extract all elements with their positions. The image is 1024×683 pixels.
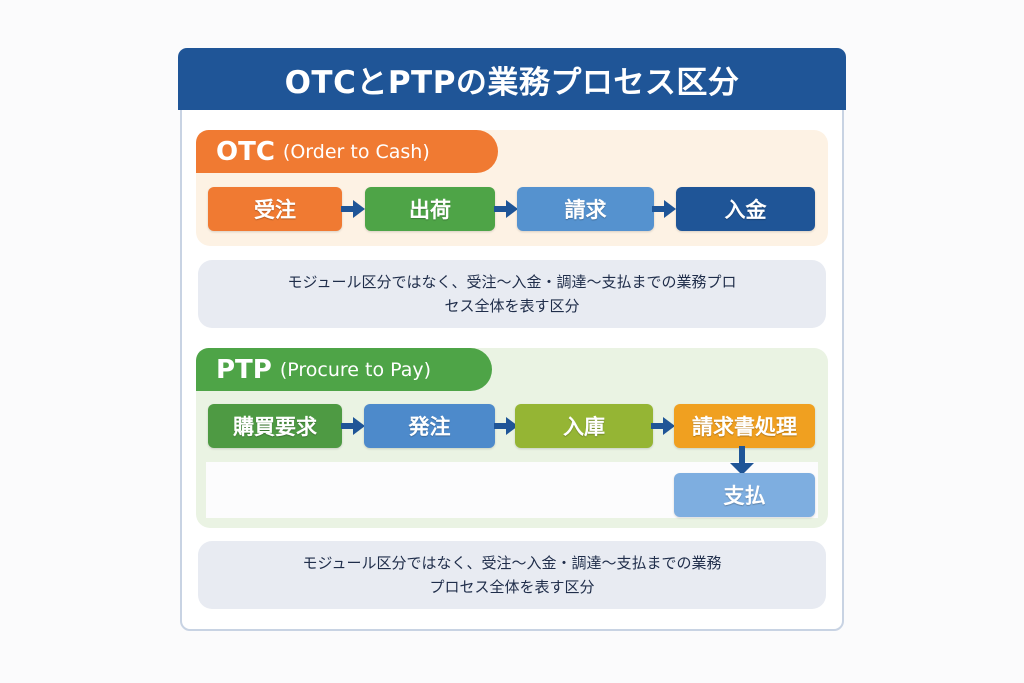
otc-description-line-2: セス全体を表す区分 [444,297,580,315]
arrow-down-icon [730,446,754,475]
ptp-description: モジュール区分ではなく、受注〜入金・調達〜支払までの業務 プロセス全体を表す区分 [198,541,826,609]
arrow-right-icon [651,417,675,435]
ptp-description-line-1: モジュール区分ではなく、受注〜入金・調達〜支払までの業務 [302,554,722,572]
arrow-right-icon [494,417,518,435]
ptp-full-name: (Procure to Pay) [279,358,432,381]
otc-description: モジュール区分ではなく、受注〜入金・調達〜支払までの業務プロ セス全体を表す区分 [198,260,826,328]
ptp-step-purchase-order: 発注 [364,404,495,448]
ptp-description-line-2: プロセス全体を表す区分 [429,578,595,596]
otc-full-name: (Order to Cash) [282,140,430,163]
arrow-right-icon [652,200,676,218]
otc-description-line-1: モジュール区分ではなく、受注〜入金・調達〜支払までの業務プロ [287,273,737,291]
otc-abbr: OTC [216,136,275,167]
ptp-abbr: PTP [216,354,272,385]
ptp-section-header: PTP (Procure to Pay) [196,348,492,391]
ptp-step-purchase-request: 購買要求 [208,404,342,448]
ptp-step-invoice-processing: 請求書処理 [674,404,815,448]
ptp-step-payment: 支払 [674,473,815,517]
arrow-right-icon [341,200,365,218]
arrow-right-icon [494,200,518,218]
otc-step-shipping: 出荷 [365,187,495,231]
otc-step-payment-receipt: 入金 [676,187,815,231]
ptp-step-goods-receipt: 入庫 [515,404,653,448]
otc-section-header: OTC (Order to Cash) [196,130,498,173]
otc-step-billing: 請求 [517,187,654,231]
otc-step-order: 受注 [208,187,342,231]
arrow-right-icon [341,417,365,435]
diagram-title: OTCとPTPの業務プロセス区分 [178,48,846,110]
